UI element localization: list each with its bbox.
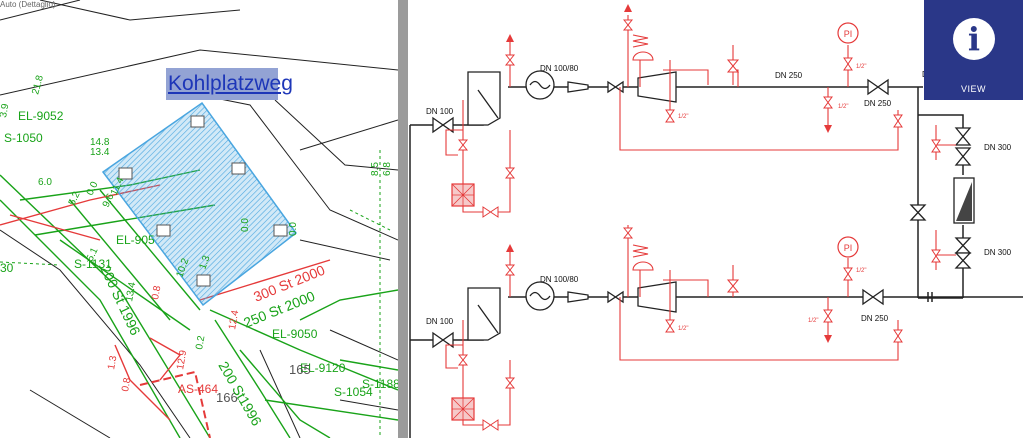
red-dashed-lines (139, 370, 211, 438)
svg-text:EL-9052: EL-9052 (18, 109, 64, 123)
info-icon: i (953, 18, 995, 60)
pipe-size-labels: DN 100 DN 100/80 DN 250 DN 250 DN 300 DN… (426, 64, 1012, 326)
svg-text:S-1054: S-1054 (334, 385, 373, 399)
svg-text:S-1188: S-1188 (362, 377, 398, 391)
red-drain-valves[interactable] (457, 19, 941, 431)
pipe-label-200-a: 200 St 1996 (97, 263, 144, 338)
svg-text:DN 100: DN 100 (426, 107, 454, 116)
svg-text:9.6: 9.6 (101, 192, 117, 210)
green-dashed-lines (0, 150, 391, 438)
red-dimension-labels: 0.8 1.3 0.8 12.9 12.4 (106, 284, 241, 392)
main-process-lines (409, 86, 1023, 438)
svg-text:12.9: 12.9 (175, 349, 189, 371)
svg-text:1/2": 1/2" (678, 326, 688, 332)
svg-text:12.4: 12.4 (227, 309, 241, 331)
svg-text:1/2": 1/2" (838, 104, 848, 110)
street-name-label[interactable]: Kohlplatzweg (166, 68, 293, 100)
svg-text:0.8: 0.8 (120, 376, 133, 392)
svg-text:PI: PI (844, 243, 853, 253)
vent-arrows (506, 4, 832, 343)
svg-text:DN 300: DN 300 (984, 143, 1012, 152)
svg-text:1.3: 1.3 (197, 254, 212, 271)
svg-text:13.4: 13.4 (90, 147, 110, 158)
selected-parcel[interactable] (101, 101, 298, 307)
filter-unit (953, 177, 975, 224)
svg-text:6.0: 6.0 (38, 177, 52, 188)
control-valve-actuators (632, 34, 654, 271)
svg-text:1/2": 1/2" (808, 318, 818, 324)
heating-coils (451, 183, 475, 421)
view-button-label: VIEW (960, 84, 986, 94)
view-info-button[interactable]: i VIEW (924, 0, 1023, 100)
svg-text:DN 300: DN 300 (984, 248, 1012, 257)
svg-text:5.2: 5.2 (67, 190, 83, 208)
svg-text:1/2": 1/2" (678, 114, 688, 120)
svg-text:EL-9050: EL-9050 (272, 327, 318, 341)
isolation-valves[interactable] (432, 78, 972, 349)
feature-markers[interactable] (118, 115, 288, 287)
reducers (567, 71, 677, 313)
svg-text:3.9: 3.9 (0, 102, 11, 118)
green-lines (0, 169, 398, 438)
svg-text:DN 250: DN 250 (775, 71, 803, 80)
svg-text:5.1: 5.1 (85, 246, 101, 264)
selected-parcel-fill (103, 103, 296, 305)
pid-diagram[interactable]: PI PI DN 100 DN 100/80 DN 250 DN 250 DN … (408, 0, 1023, 438)
svg-text:0.2: 0.2 (194, 334, 207, 350)
svg-text:8.5: 8.5 (370, 162, 381, 176)
half-inch-labels: 1/2" 1/2" 1/2" 1/2" 1/2" 1/2" (678, 64, 866, 332)
svg-text:1/2": 1/2" (856, 64, 866, 70)
svg-text:30: 30 (0, 261, 14, 275)
svg-text:DN 250: DN 250 (864, 99, 892, 108)
svg-text:1.3: 1.3 (106, 354, 119, 370)
svg-text:EL-9120: EL-9120 (300, 361, 346, 375)
pressure-indicators[interactable]: PI PI (837, 22, 859, 258)
svg-text:S-1131: S-1131 (74, 257, 112, 271)
map-corner-label: Auto (Dettaglio) (0, 0, 56, 9)
heat-exchangers (525, 70, 555, 311)
parcel-labels: EL-9052 S-1050 EL-905 S-1131 EL-9050 EL-… (0, 109, 398, 399)
svg-text:0.0: 0.0 (288, 222, 299, 236)
svg-text:DN 100/80: DN 100/80 (540, 275, 579, 284)
svg-text:0.0: 0.0 (240, 218, 251, 232)
svg-text:14.8: 14.8 (90, 137, 110, 148)
svg-text:DN 250: DN 250 (861, 314, 889, 323)
svg-text:DN 100/80: DN 100/80 (540, 64, 579, 73)
svg-text:0.0: 0.0 (85, 180, 101, 198)
split-divider[interactable] (398, 0, 408, 438)
svg-text:PI: PI (844, 29, 853, 39)
parcel-label-as464: AS-464 (178, 382, 218, 396)
svg-text:13.4: 13.4 (124, 281, 138, 303)
svg-text:0.8: 0.8 (150, 284, 163, 300)
svg-text:1/2": 1/2" (856, 268, 866, 274)
svg-text:EL-905: EL-905 (116, 233, 155, 247)
tanks (467, 71, 501, 341)
parcel-number-166: 166 (216, 390, 238, 405)
svg-text:21.8: 21.8 (30, 74, 46, 96)
parcel-number-165: 165 (289, 362, 311, 377)
red-instrument-lines (445, 15, 956, 426)
svg-text:DN 100: DN 100 (426, 317, 454, 326)
svg-text:S-1050: S-1050 (4, 131, 43, 145)
cadastral-map[interactable]: 21.8 3.9 13.4 14.8 6.0 5.2 0.0 9.6 11.4 … (0, 0, 398, 438)
svg-text:6.8: 6.8 (382, 162, 393, 176)
parcel-boundaries (0, 0, 398, 438)
